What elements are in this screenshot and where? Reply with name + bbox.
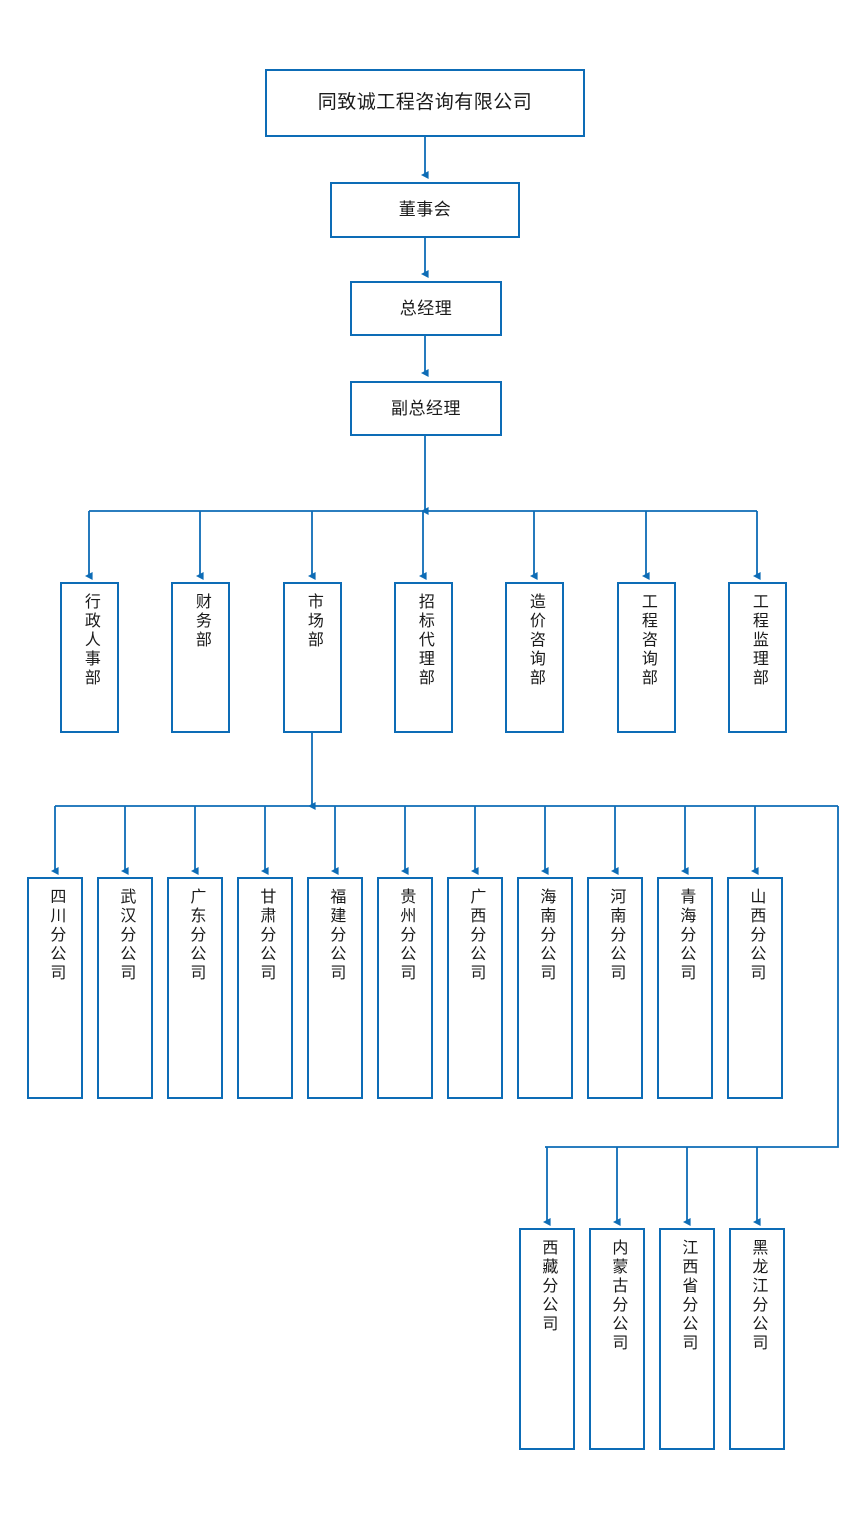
node-label: 广西分公司 bbox=[467, 888, 485, 983]
node-label: 总经理 bbox=[399, 298, 453, 318]
node-label: 广东分公司 bbox=[187, 888, 205, 983]
branch-node[interactable]: 黑龙江分公司 bbox=[729, 1228, 785, 1450]
branch-node[interactable]: 四川分公司 bbox=[27, 877, 83, 1099]
node-label: 工程咨询部 bbox=[638, 593, 656, 688]
node-label: 财务部 bbox=[192, 593, 210, 650]
branch-node[interactable]: 武汉分公司 bbox=[97, 877, 153, 1099]
branch-node[interactable]: 海南分公司 bbox=[517, 877, 573, 1099]
node-label: 江西省分公司 bbox=[679, 1239, 697, 1353]
branch-node[interactable]: 山西分公司 bbox=[727, 877, 783, 1099]
node-label: 山西分公司 bbox=[747, 888, 765, 983]
node-label: 四川分公司 bbox=[47, 888, 65, 983]
node-label: 河南分公司 bbox=[607, 888, 625, 983]
branch-node[interactable]: 西藏分公司 bbox=[519, 1228, 575, 1450]
department-node[interactable]: 行政人事部 bbox=[60, 582, 119, 733]
department-node[interactable]: 财务部 bbox=[171, 582, 230, 733]
node-label: 贵州分公司 bbox=[397, 888, 415, 983]
node-label: 招标代理部 bbox=[415, 593, 433, 688]
branch-node[interactable]: 内蒙古分公司 bbox=[589, 1228, 645, 1450]
node-label: 内蒙古分公司 bbox=[609, 1239, 627, 1353]
department-node[interactable]: 造价咨询部 bbox=[505, 582, 564, 733]
node-general-manager[interactable]: 总经理 bbox=[350, 281, 502, 336]
node-label: 同致诚工程咨询有限公司 bbox=[317, 91, 533, 113]
department-node[interactable]: 工程咨询部 bbox=[617, 582, 676, 733]
node-company-root[interactable]: 同致诚工程咨询有限公司 bbox=[265, 69, 585, 137]
node-label: 西藏分公司 bbox=[539, 1239, 557, 1334]
node-deputy-general-manager[interactable]: 副总经理 bbox=[350, 381, 502, 436]
node-label: 董事会 bbox=[398, 200, 452, 220]
department-node[interactable]: 市场部 bbox=[283, 582, 342, 733]
node-label: 青海分公司 bbox=[677, 888, 695, 983]
node-label: 市场部 bbox=[304, 593, 322, 650]
branch-node[interactable]: 广西分公司 bbox=[447, 877, 503, 1099]
node-label: 福建分公司 bbox=[327, 888, 345, 983]
branch-node[interactable]: 江西省分公司 bbox=[659, 1228, 715, 1450]
node-board-of-directors[interactable]: 董事会 bbox=[330, 182, 520, 238]
node-label: 武汉分公司 bbox=[117, 888, 135, 983]
department-node[interactable]: 工程监理部 bbox=[728, 582, 787, 733]
branch-node[interactable]: 青海分公司 bbox=[657, 877, 713, 1099]
branch-node[interactable]: 贵州分公司 bbox=[377, 877, 433, 1099]
branch-node[interactable]: 广东分公司 bbox=[167, 877, 223, 1099]
node-label: 行政人事部 bbox=[81, 593, 99, 688]
node-label: 造价咨询部 bbox=[526, 593, 544, 688]
node-label: 甘肃分公司 bbox=[257, 888, 275, 983]
branch-node[interactable]: 福建分公司 bbox=[307, 877, 363, 1099]
node-label: 海南分公司 bbox=[537, 888, 555, 983]
branch-node[interactable]: 甘肃分公司 bbox=[237, 877, 293, 1099]
node-label: 黑龙江分公司 bbox=[749, 1239, 767, 1353]
node-label: 工程监理部 bbox=[749, 593, 767, 688]
node-label: 副总经理 bbox=[391, 398, 461, 418]
department-node[interactable]: 招标代理部 bbox=[394, 582, 453, 733]
branch-node[interactable]: 河南分公司 bbox=[587, 877, 643, 1099]
